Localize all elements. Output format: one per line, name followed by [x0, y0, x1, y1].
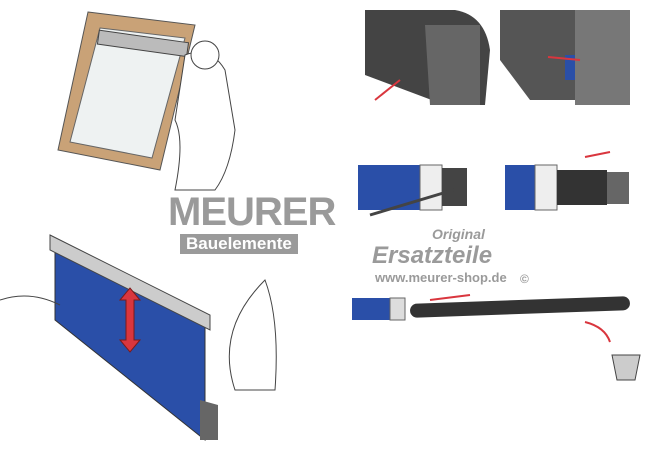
panel-roller-2 — [505, 151, 629, 211]
panel-roller-1 — [358, 164, 467, 217]
watermark-original: Original — [432, 226, 485, 242]
watermark-brand: MEURER — [168, 190, 336, 234]
watermark-copyright: © — [520, 272, 529, 286]
panel-window-install — [57, 11, 236, 191]
panel-endcap-1 — [365, 10, 490, 105]
panel-rod-remove — [352, 294, 641, 381]
watermark-url: www.meurer-shop.de — [375, 270, 507, 285]
watermark-subbrand: Bauelemente — [180, 234, 298, 254]
panel-blind-pull — [0, 234, 277, 442]
watermark-ersatzteile: Ersatzteile — [372, 242, 493, 269]
panel-endcap-2 — [500, 10, 630, 105]
